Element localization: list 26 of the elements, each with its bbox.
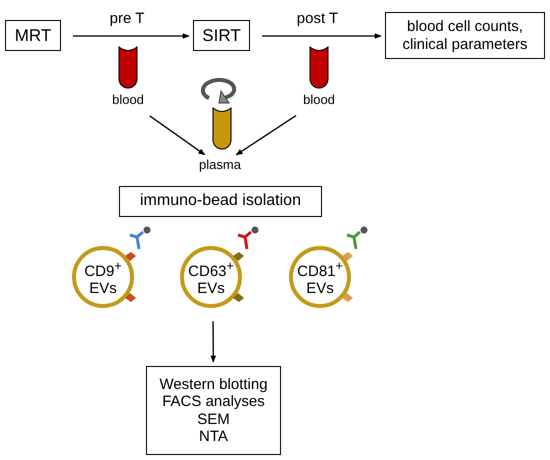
arrow <box>236 115 296 156</box>
edge-label: post T <box>296 10 338 27</box>
node-label: immuno-bead isolation <box>140 192 301 211</box>
node-label: SEM <box>197 410 230 428</box>
process-box <box>146 366 281 455</box>
node-label: NTA <box>199 428 228 445</box>
arrow <box>210 321 216 363</box>
node-label: plasma <box>199 158 241 173</box>
node-label: blood cell counts, clinical parameters <box>401 18 529 53</box>
node-label: MRT <box>14 26 52 46</box>
process-box <box>193 20 250 51</box>
process-box <box>119 186 322 217</box>
node-label: blood <box>303 93 335 108</box>
arrow <box>149 115 206 156</box>
node-label: CD63$^{+}$ EVs <box>187 258 235 298</box>
node-label: FACS analyses <box>162 393 265 410</box>
arrow <box>73 33 190 39</box>
arrow <box>262 33 382 39</box>
node-label: SIRT <box>202 26 241 46</box>
edge-label: pre T <box>110 10 144 27</box>
node-label: CD81$^{+}$ EVs <box>296 258 344 298</box>
process-box <box>385 12 545 59</box>
node-label: CD9$^{+}$ EVs <box>83 258 123 298</box>
node-label: Western blotting <box>159 376 268 394</box>
node-label: blood <box>112 93 144 108</box>
process-box <box>5 20 61 51</box>
